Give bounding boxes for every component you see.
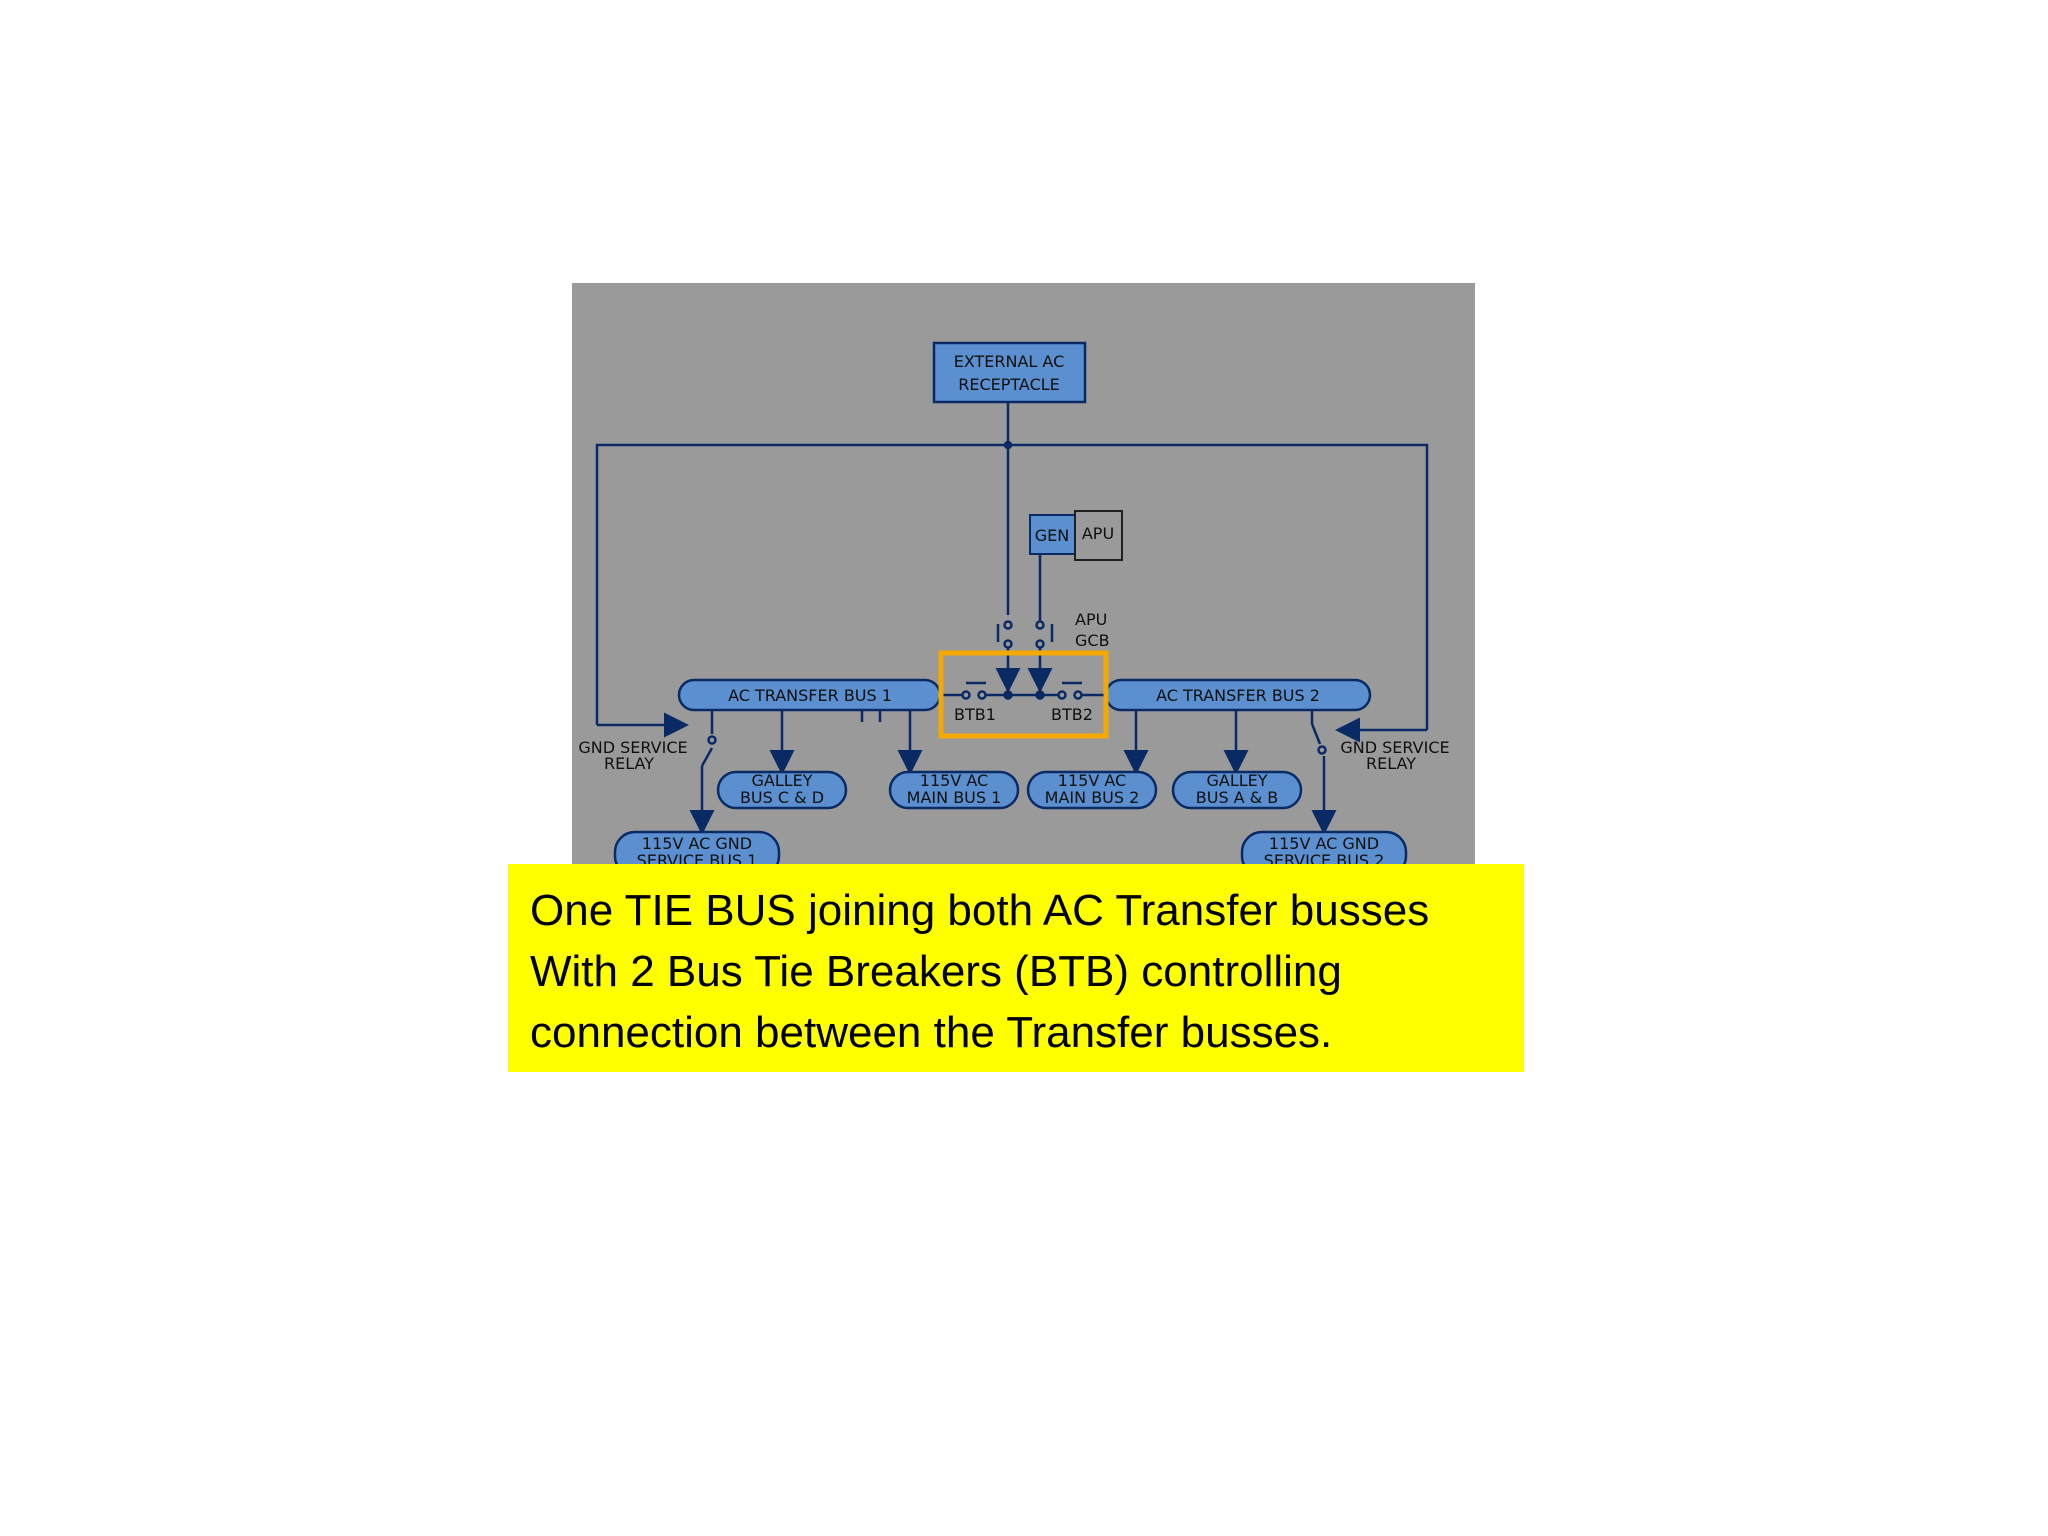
main-bus-1: 115V AC MAIN BUS 1 (888, 770, 1020, 810)
apu-generator: GEN APU (1029, 510, 1123, 561)
tie-bus-highlight (938, 650, 1109, 739)
main-bus-2-line2: MAIN BUS 2 (1045, 788, 1140, 807)
galley-cd-line2: BUS C & D (740, 788, 824, 807)
gnd-service-bus-1-line2: SERVICE BUS 1 (637, 851, 758, 870)
btb1-label: BTB1 (954, 705, 996, 724)
apu-label: APU (1082, 524, 1114, 543)
gnd-service-bus-1: 115V AC GND SERVICE BUS 1 (613, 830, 781, 870)
gnd-service-bus-1-line1: 115V AC GND (642, 834, 752, 853)
external-receptacle-line2: RECEPTACLE (958, 375, 1060, 394)
main-bus-2-line1: 115V AC (1058, 771, 1126, 790)
gnd-service-bus-2-line2: SERVICE BUS 2 (1264, 851, 1385, 870)
gen-label: GEN (1035, 526, 1069, 545)
main-bus-1-line2: MAIN BUS 1 (907, 788, 1002, 807)
main-bus-1-line1: 115V AC (920, 771, 988, 790)
apu-gcb-line1: APU (1075, 610, 1107, 629)
transfer-bus-2-label: AC TRANSFER BUS 2 (1156, 686, 1320, 705)
caption-line-1: One TIE BUS joining both AC Transfer bus… (530, 886, 1430, 935)
caption-line-3: connection between the Transfer busses. (530, 1008, 1333, 1057)
galley-ab-line1: GALLEY (1206, 771, 1267, 790)
ac-transfer-bus-1: AC TRANSFER BUS 1 (677, 678, 942, 712)
caption-line-2: With 2 Bus Tie Breakers (BTB) controllin… (530, 947, 1342, 996)
ac-transfer-bus-2: AC TRANSFER BUS 2 (1104, 678, 1372, 712)
external-receptacle-line1: EXTERNAL AC (954, 352, 1065, 371)
apu-gcb-line2: GCB (1075, 631, 1110, 650)
galley-bus-cd: GALLEY BUS C & D (716, 770, 848, 810)
gnd-relay-right-line2: RELAY (1366, 754, 1416, 773)
external-receptacle-box: EXTERNAL AC RECEPTACLE (932, 341, 1087, 404)
gnd-service-bus-2: 115V AC GND SERVICE BUS 2 (1240, 830, 1408, 870)
gnd-service-bus-2-line1: 115V AC GND (1269, 834, 1379, 853)
btb2-label: BTB2 (1051, 705, 1093, 724)
caption-box: One TIE BUS joining both AC Transfer bus… (508, 864, 1524, 1072)
galley-ab-line2: BUS A & B (1196, 788, 1279, 807)
gnd-relay-right-line1: GND SERVICE (1340, 738, 1449, 757)
main-bus-2: 115V AC MAIN BUS 2 (1026, 770, 1158, 810)
gnd-relay-left-line2: RELAY (604, 754, 654, 773)
transfer-bus-1-label: AC TRANSFER BUS 1 (728, 686, 892, 705)
gnd-relay-left-line1: GND SERVICE (578, 738, 687, 757)
galley-cd-line1: GALLEY (751, 771, 812, 790)
galley-bus-ab: GALLEY BUS A & B (1171, 770, 1303, 810)
